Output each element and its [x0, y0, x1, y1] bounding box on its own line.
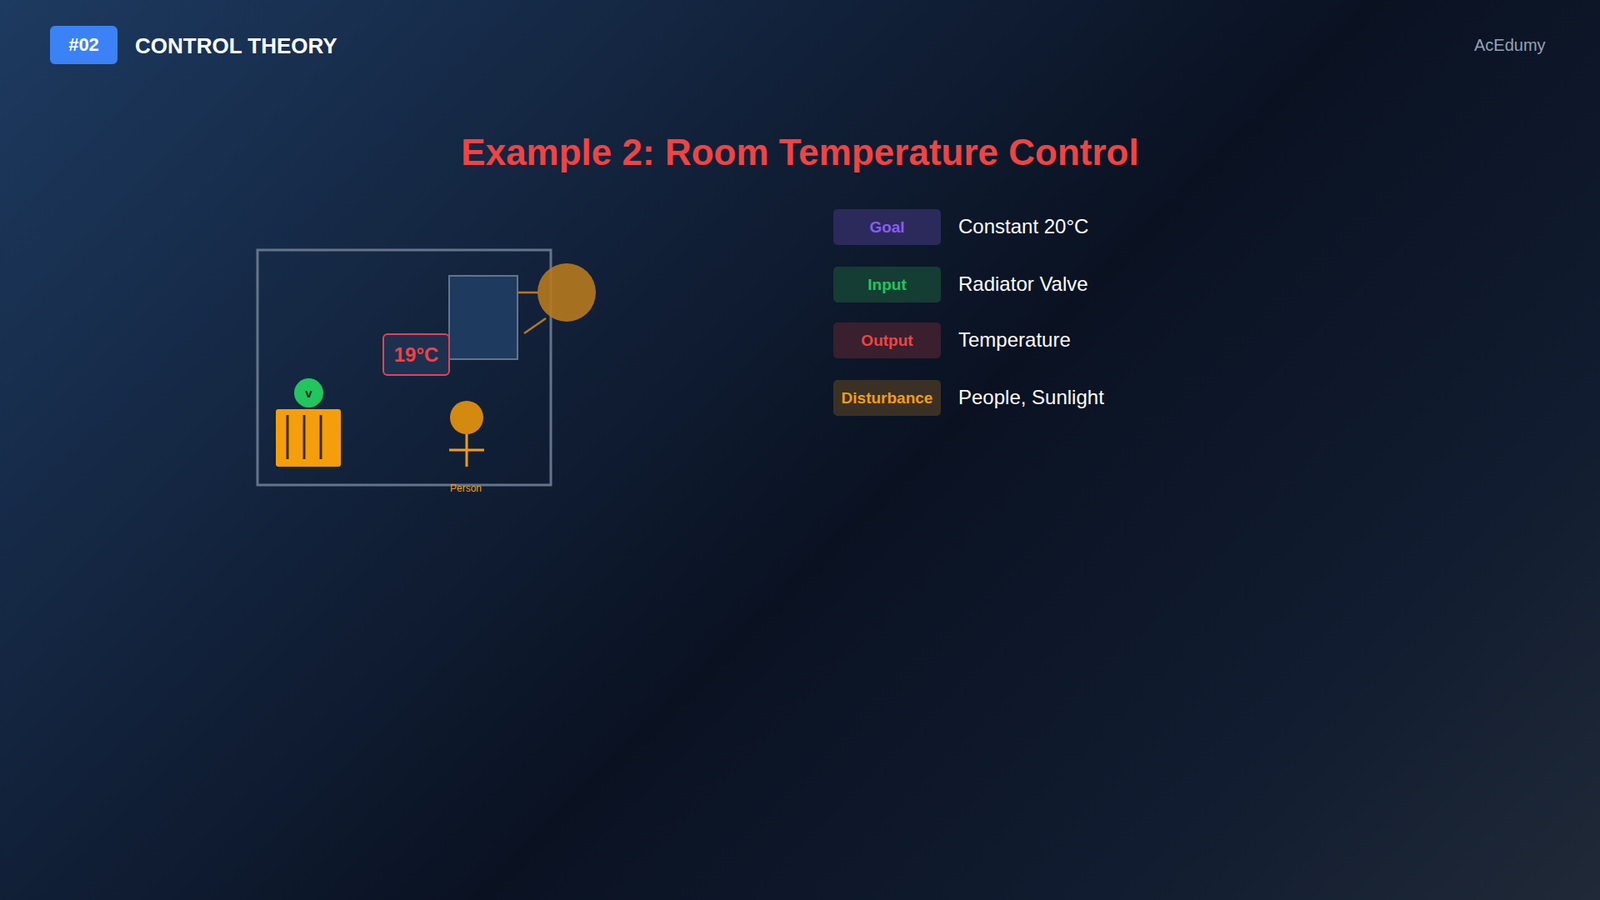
radiator-fin	[303, 415, 306, 460]
sun	[537, 263, 596, 322]
radiator	[275, 409, 341, 467]
disturbance-badge: Disturbance	[833, 380, 941, 416]
node-text: 19°C	[394, 343, 440, 367]
room-outline	[257, 250, 551, 485]
person-arms	[449, 449, 485, 452]
disturbance-value: People, Sunlight	[958, 385, 1105, 410]
node-text: Output	[860, 331, 913, 350]
valve-symbol: v	[294, 378, 324, 408]
node-text: #02	[68, 34, 100, 56]
radiator-fin	[286, 415, 290, 460]
brand-watermark: AcEdumy	[1474, 35, 1546, 55]
output-value: Temperature	[958, 328, 1071, 352]
temperature-display: 19°C	[382, 333, 450, 376]
sun-ray	[517, 291, 539, 295]
section-title: CONTROL THEORY	[135, 33, 338, 60]
person-label: Person	[450, 482, 482, 495]
node-text: v	[305, 385, 312, 400]
goal-badge: Goal	[833, 209, 941, 245]
output-badge: Output	[833, 322, 941, 359]
window	[449, 275, 518, 360]
node-text: Disturbance	[841, 389, 934, 408]
sun-ray	[524, 318, 546, 334]
input-badge: Input	[833, 266, 941, 303]
person-head	[450, 400, 484, 435]
slide-title: Example 2: Room Temperature Control	[0, 131, 1600, 174]
node-text: Goal	[869, 218, 905, 237]
radiator-fin	[320, 415, 323, 460]
node-text: Input	[867, 275, 906, 295]
section-badge: #02	[50, 25, 118, 65]
input-value: Radiator Valve	[958, 272, 1089, 296]
goal-value: Constant 20°C	[958, 215, 1089, 239]
